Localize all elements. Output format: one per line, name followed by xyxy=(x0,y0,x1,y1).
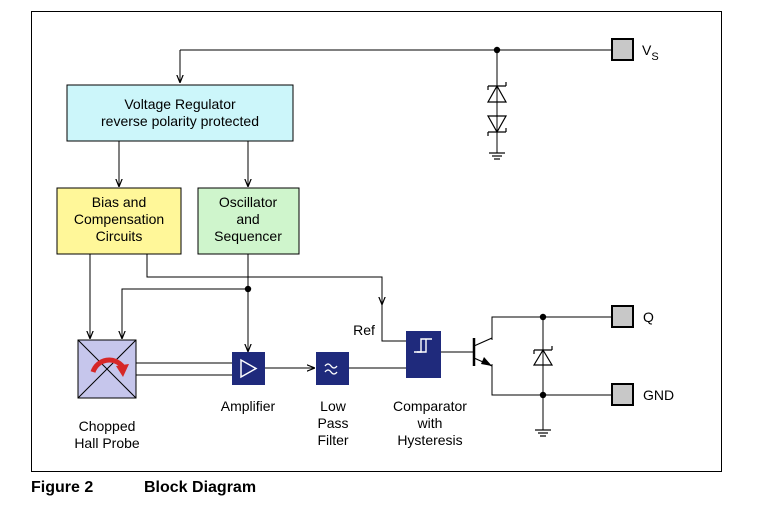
hall-label-line1: Chopped xyxy=(79,418,136,434)
figure-title: Block Diagram xyxy=(144,479,257,496)
oscillator-label-line1: Oscillator xyxy=(219,194,278,210)
comparator-label-line3: Hysteresis xyxy=(397,432,462,448)
pin-gnd-label: GND xyxy=(643,387,674,403)
zener-diode-icon xyxy=(486,82,508,103)
hall-label-line2: Hall Probe xyxy=(74,435,140,451)
triangle-icon xyxy=(240,358,258,379)
diagram-frame xyxy=(31,11,722,472)
regulator-label-line1: Voltage Regulator xyxy=(124,96,236,112)
hall-probe-block xyxy=(77,339,137,399)
wires xyxy=(90,49,612,430)
pad-icon xyxy=(611,305,634,328)
ground-icon xyxy=(535,429,551,437)
zener-diode-icon xyxy=(532,346,554,366)
filter-label-line1: Low xyxy=(320,398,347,414)
bias-label-line2: Compensation xyxy=(74,211,164,227)
filter-label-line2: Pass xyxy=(317,415,348,431)
zener-diode-icon xyxy=(486,115,508,136)
oscillator-sequencer-block: Oscillator and Sequencer xyxy=(197,187,300,255)
junction-dots xyxy=(244,46,547,399)
amplifier-block xyxy=(232,352,265,385)
comparator-block xyxy=(406,331,441,378)
comparator-label-line2: with xyxy=(417,415,443,431)
figure-number: Figure 2 xyxy=(31,479,94,496)
npn-transistor-icon xyxy=(472,337,493,367)
bias-label-line3: Circuits xyxy=(96,228,143,244)
pad-icon xyxy=(611,383,634,406)
regulator-label-line2: reverse polarity protected xyxy=(101,113,259,129)
oscillator-label-line3: Sequencer xyxy=(214,228,282,244)
tilde-icon xyxy=(324,363,338,375)
comparator-label-line1: Comparator xyxy=(393,398,467,414)
ref-label: Ref xyxy=(353,322,375,338)
low-pass-filter-block xyxy=(316,352,349,385)
curved-arrow-icon xyxy=(90,357,129,377)
pin-q-label: Q xyxy=(643,309,654,325)
pad-icon xyxy=(611,38,634,61)
oscillator-label-line2: and xyxy=(236,211,259,227)
bias-label-line1: Bias and xyxy=(92,194,146,210)
pin-vs-label: VS xyxy=(642,42,659,63)
filter-label-line3: Filter xyxy=(317,432,348,448)
voltage-regulator-block: Voltage Regulator reverse polarity prote… xyxy=(66,84,294,142)
bias-compensation-block: Bias and Compensation Circuits xyxy=(56,187,182,255)
amplifier-label: Amplifier xyxy=(221,398,276,414)
ground-icon xyxy=(489,152,505,160)
